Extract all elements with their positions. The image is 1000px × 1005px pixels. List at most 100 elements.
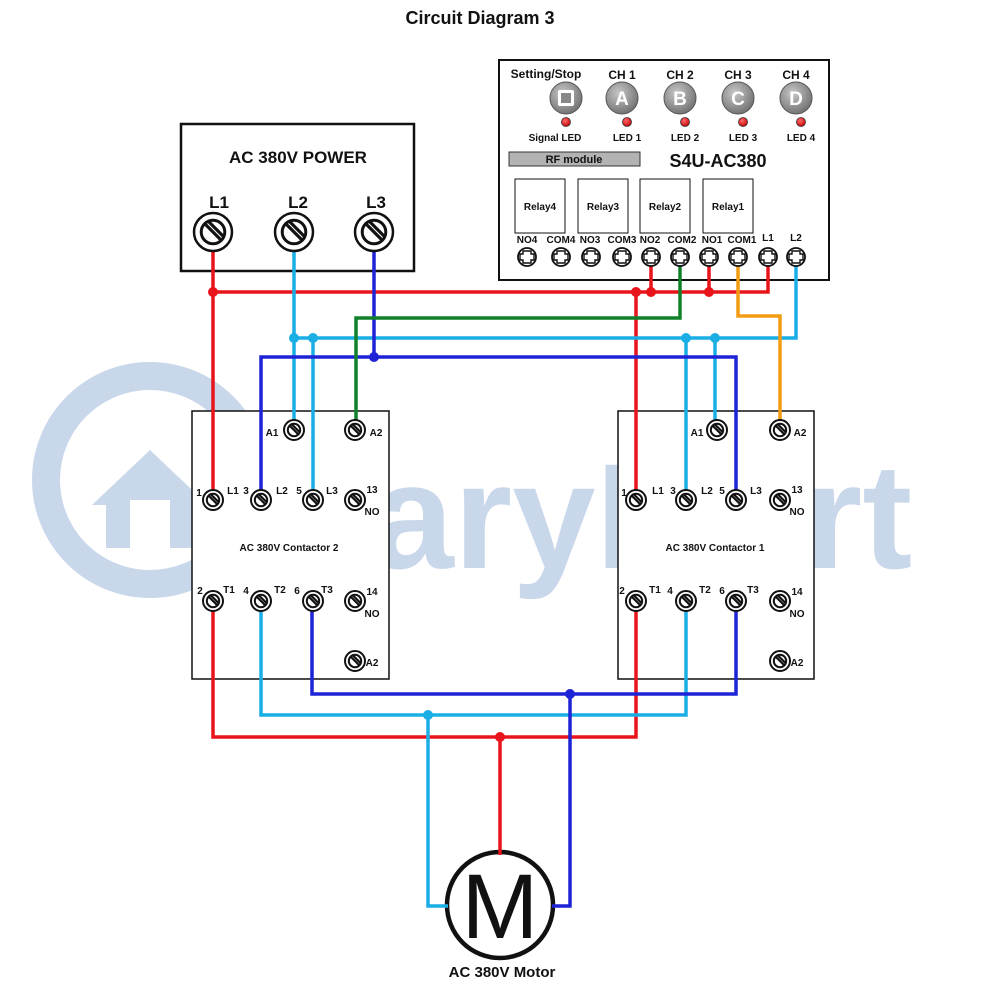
contactor-1-a2-terminal — [769, 419, 791, 441]
led4-label: LED 4 — [787, 133, 816, 144]
contactor-2-a1-terminal — [283, 419, 305, 441]
controller-terminal-no3 — [581, 247, 601, 267]
svg-text:3: 3 — [243, 486, 249, 497]
relay-4 — [514, 178, 566, 234]
contactor-2-name: AC 380V Contactor 2 — [240, 543, 339, 554]
ch4-label: CH 4 — [782, 68, 810, 82]
ch2-label: CH 2 — [666, 68, 694, 82]
contactor-2-top-terminal-1 — [202, 489, 224, 511]
svg-text:13: 13 — [366, 485, 378, 496]
contactor-2-a2-terminal — [344, 419, 366, 441]
contactor-2-bottom-terminal-1 — [202, 590, 224, 612]
svg-text:T2: T2 — [699, 585, 711, 596]
svg-text:A2: A2 — [791, 658, 804, 669]
controller-box: Setting/Stop CH 1 CH 2 CH 3 CH 4 A B C D — [498, 59, 830, 281]
controller-terminal-com1 — [728, 247, 748, 267]
svg-text:A2: A2 — [370, 428, 383, 439]
motor-symbol: M — [462, 856, 539, 958]
svg-text:Relay1: Relay1 — [712, 202, 745, 213]
power-terminal-l2 — [273, 211, 315, 253]
contactor-1-top-terminal-2 — [675, 489, 697, 511]
led-2 — [680, 117, 690, 127]
controller-terminal-com3 — [612, 247, 632, 267]
contactor-2: A1 A2 1 L1 3 L2 5 L3 13 NO AC 380V Conta… — [191, 410, 390, 680]
contactor-1-top-terminal-3 — [725, 489, 747, 511]
power-label-l2: L2 — [288, 193, 308, 212]
setting-stop-button — [549, 81, 583, 115]
svg-text:A1: A1 — [691, 428, 704, 439]
relay-3 — [577, 178, 629, 234]
svg-text:5: 5 — [296, 486, 302, 497]
svg-text:L2: L2 — [276, 486, 288, 497]
power-label-l1: L1 — [209, 193, 229, 212]
contactor-2-bottom-terminal-4 — [344, 590, 366, 612]
led-1 — [622, 117, 632, 127]
svg-text:6: 6 — [719, 586, 725, 597]
svg-text:L1: L1 — [652, 486, 664, 497]
ch1-label: CH 1 — [608, 68, 636, 82]
svg-text:T3: T3 — [321, 585, 333, 596]
contactor-1-top-terminal-1 — [625, 489, 647, 511]
svg-text:COM3: COM3 — [608, 235, 637, 246]
led1-label: LED 1 — [613, 133, 642, 144]
controller-terminal-no1 — [699, 247, 719, 267]
svg-text:NO1: NO1 — [702, 235, 723, 246]
svg-text:B: B — [673, 89, 687, 110]
svg-text:COM4: COM4 — [547, 235, 576, 246]
svg-text:2: 2 — [197, 586, 203, 597]
wire-dark-blue — [259, 250, 738, 908]
contactor-1-bottom-terminal-3 — [725, 590, 747, 612]
svg-text:L2: L2 — [701, 486, 713, 497]
svg-text:L3: L3 — [326, 486, 338, 497]
svg-text:L1: L1 — [762, 233, 774, 244]
svg-text:Relay3: Relay3 — [587, 202, 620, 213]
button-d: D — [779, 81, 813, 115]
setting-label: Setting/Stop — [511, 67, 582, 81]
svg-text:A1: A1 — [266, 428, 279, 439]
contactor-1-bottom-terminal-4 — [769, 590, 791, 612]
controller-terminal-com4 — [551, 247, 571, 267]
button-a: A — [605, 81, 639, 115]
button-b: B — [663, 81, 697, 115]
svg-text:L3: L3 — [750, 486, 762, 497]
svg-text:COM1: COM1 — [728, 235, 757, 246]
svg-text:NO: NO — [790, 609, 805, 620]
svg-text:14: 14 — [366, 587, 378, 598]
svg-text:L2: L2 — [790, 233, 802, 244]
svg-text:NO: NO — [790, 507, 805, 518]
controller-terminal-com2 — [670, 247, 690, 267]
svg-text:T3: T3 — [747, 585, 759, 596]
svg-text:A2: A2 — [366, 658, 379, 669]
contactor-2-top-terminal-4 — [344, 489, 366, 511]
contactor-1-a1-terminal — [706, 419, 728, 441]
junction-dots — [208, 287, 720, 742]
svg-text:NO2: NO2 — [640, 235, 661, 246]
signal-led — [561, 117, 571, 127]
contactor-1-bottom-terminal-2 — [675, 590, 697, 612]
svg-text:NO: NO — [365, 609, 380, 620]
led2-label: LED 2 — [671, 133, 700, 144]
contactor-1: A1 A2 1 L1 3 L2 5 L3 13 NO AC 380V Conta… — [617, 410, 815, 680]
power-title: AC 380V POWER — [229, 148, 367, 167]
svg-text:13: 13 — [791, 485, 803, 496]
svg-text:T2: T2 — [274, 585, 286, 596]
svg-text:2: 2 — [619, 586, 625, 597]
svg-text:6: 6 — [294, 586, 300, 597]
svg-text:1: 1 — [621, 488, 627, 499]
relay-2 — [639, 178, 691, 234]
svg-text:5: 5 — [719, 486, 725, 497]
motor-label: AC 380V Motor — [449, 964, 556, 981]
svg-text:T1: T1 — [649, 585, 661, 596]
svg-text:D: D — [789, 89, 803, 110]
svg-text:C: C — [731, 89, 745, 110]
controller-terminal-l2 — [786, 247, 806, 267]
svg-text:NO3: NO3 — [580, 235, 601, 246]
ch3-label: CH 3 — [724, 68, 752, 82]
contactor-1-a2-bottom-terminal — [769, 650, 791, 672]
led-4 — [796, 117, 806, 127]
led-3 — [738, 117, 748, 127]
screw-terminals — [192, 211, 806, 672]
relay-1 — [702, 178, 754, 234]
led3-label: LED 3 — [729, 133, 758, 144]
svg-text:Relay4: Relay4 — [524, 202, 557, 213]
